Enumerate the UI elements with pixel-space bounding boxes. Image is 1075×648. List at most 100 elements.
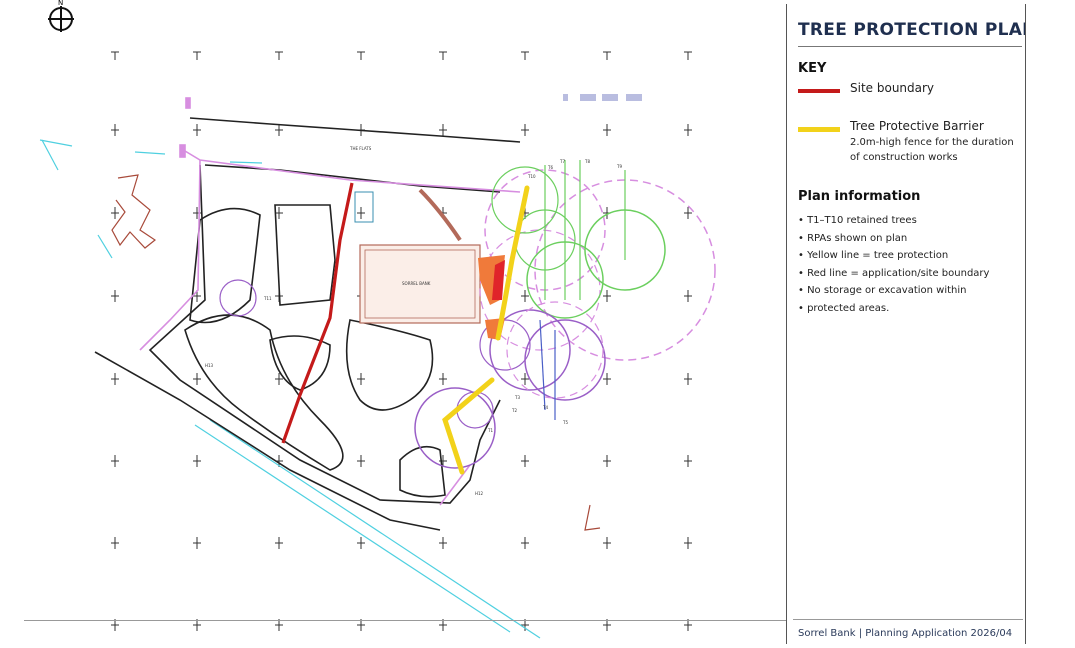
tree-label: T7 xyxy=(559,159,565,164)
tree-label: T5 xyxy=(562,420,568,425)
grid-cross xyxy=(521,537,529,549)
plan-info-list: T1–T10 retained trees RPAs shown on plan… xyxy=(798,212,989,317)
grid-cross xyxy=(357,537,365,549)
grid-cross xyxy=(603,51,611,60)
list-item: Red line = application/site boundary xyxy=(798,265,989,283)
grid-cross xyxy=(357,373,365,385)
grid-cross xyxy=(111,207,119,219)
grid-cross xyxy=(684,537,692,549)
road-edge-lines xyxy=(39,139,541,639)
grid-cross xyxy=(357,619,365,631)
footer-divider xyxy=(793,619,1023,620)
title-divider xyxy=(798,46,1022,47)
grid-cross xyxy=(603,619,611,631)
tree-label: T8 xyxy=(584,159,590,164)
tree-label: T3 xyxy=(514,395,520,400)
list-item: No storage or excavation within xyxy=(798,282,989,300)
tree-label: H12 xyxy=(475,491,484,496)
list-item: protected areas. xyxy=(798,300,989,318)
grid-cross xyxy=(439,51,447,60)
grid-cross xyxy=(684,124,692,136)
grid-cross xyxy=(439,455,447,467)
grid-cross xyxy=(111,455,119,467)
north-label: N xyxy=(58,0,63,7)
grid-cross xyxy=(111,537,119,549)
grid-cross xyxy=(603,124,611,136)
pink-boundary-lines xyxy=(139,97,521,506)
grid-cross xyxy=(275,373,283,385)
root-protection-areas xyxy=(219,160,716,469)
grid-cross xyxy=(603,455,611,467)
grid-cross xyxy=(439,537,447,549)
tree-label: T9 xyxy=(616,164,622,169)
grid-cross xyxy=(111,51,119,60)
bottom-frame-line xyxy=(24,620,786,621)
grid-cross xyxy=(357,51,365,60)
grid-cross xyxy=(275,619,283,631)
grid-cross xyxy=(603,537,611,549)
list-item: Yellow line = tree protection xyxy=(798,247,989,265)
grid-cross xyxy=(111,373,119,385)
footer-text: Sorrel Bank | Planning Application 2026/… xyxy=(798,628,1013,639)
grid-cross xyxy=(521,124,529,136)
list-item: T1–T10 retained trees xyxy=(798,212,989,230)
grid-cross xyxy=(193,537,201,549)
grid-cross xyxy=(275,207,283,219)
grid-cross xyxy=(684,51,692,60)
construction-zone xyxy=(478,255,505,340)
legend-label-site-boundary: Site boundary xyxy=(850,81,935,95)
site-boundary-line xyxy=(281,182,354,444)
grid-cross xyxy=(111,124,119,136)
grid-cross xyxy=(521,51,529,60)
tree-protective-barrier xyxy=(442,185,530,475)
grid-cross xyxy=(275,51,283,60)
grid-cross xyxy=(275,537,283,549)
list-item: RPAs shown on plan xyxy=(798,230,989,248)
legend-label-barrier: Tree Protective Barrier xyxy=(850,119,984,133)
legend-note-barrier: 2.0m-high fence for the duration of cons… xyxy=(850,137,1014,163)
grid-cross xyxy=(357,455,365,467)
barrier-swatch xyxy=(798,127,840,132)
grid-cross xyxy=(684,455,692,467)
grid-cross xyxy=(684,373,692,385)
grid-cross xyxy=(603,373,611,385)
site-outline xyxy=(94,117,521,531)
grid-cross xyxy=(684,290,692,302)
grid-cross xyxy=(193,455,201,467)
tree-label: T11 xyxy=(263,296,272,301)
grid-cross xyxy=(439,373,447,385)
faded-annotations xyxy=(563,94,642,101)
grid-cross xyxy=(521,455,529,467)
key-heading: KEY xyxy=(798,61,827,76)
grid-cross xyxy=(193,619,201,631)
site-boundary-swatch xyxy=(798,89,840,93)
tree-label: T6 xyxy=(547,165,553,170)
north-arrow-icon: N xyxy=(48,0,74,32)
tree-label: H13 xyxy=(205,363,214,368)
grid-cross xyxy=(357,207,365,219)
grid-marks xyxy=(111,51,692,631)
tree-label: T1 xyxy=(487,428,493,433)
tree-label: T10 xyxy=(527,174,536,179)
tree-label: T4 xyxy=(542,405,548,410)
building-outline: SORREL BANK xyxy=(354,188,481,324)
grid-cross xyxy=(439,124,447,136)
tree-label: T2 xyxy=(511,408,517,413)
plan-info-heading: Plan information xyxy=(798,189,921,204)
grid-cross xyxy=(275,124,283,136)
page-title: TREE PROTECTION PLAN xyxy=(798,20,1026,40)
grid-cross xyxy=(193,373,201,385)
legend-panel: TREE PROTECTION PLAN KEY Site boundary T… xyxy=(786,4,1026,644)
grid-cross xyxy=(521,290,529,302)
grid-cross xyxy=(521,373,529,385)
site-plan-drawing: N SORREL xyxy=(39,0,716,639)
grid-cross xyxy=(603,290,611,302)
grid-cross xyxy=(193,51,201,60)
grid-cross xyxy=(521,619,529,631)
road-label: THE FLATS xyxy=(349,146,372,151)
grid-cross xyxy=(684,207,692,219)
grid-cross xyxy=(684,619,692,631)
grid-cross xyxy=(193,124,201,136)
existing-structure-outline xyxy=(111,174,601,531)
